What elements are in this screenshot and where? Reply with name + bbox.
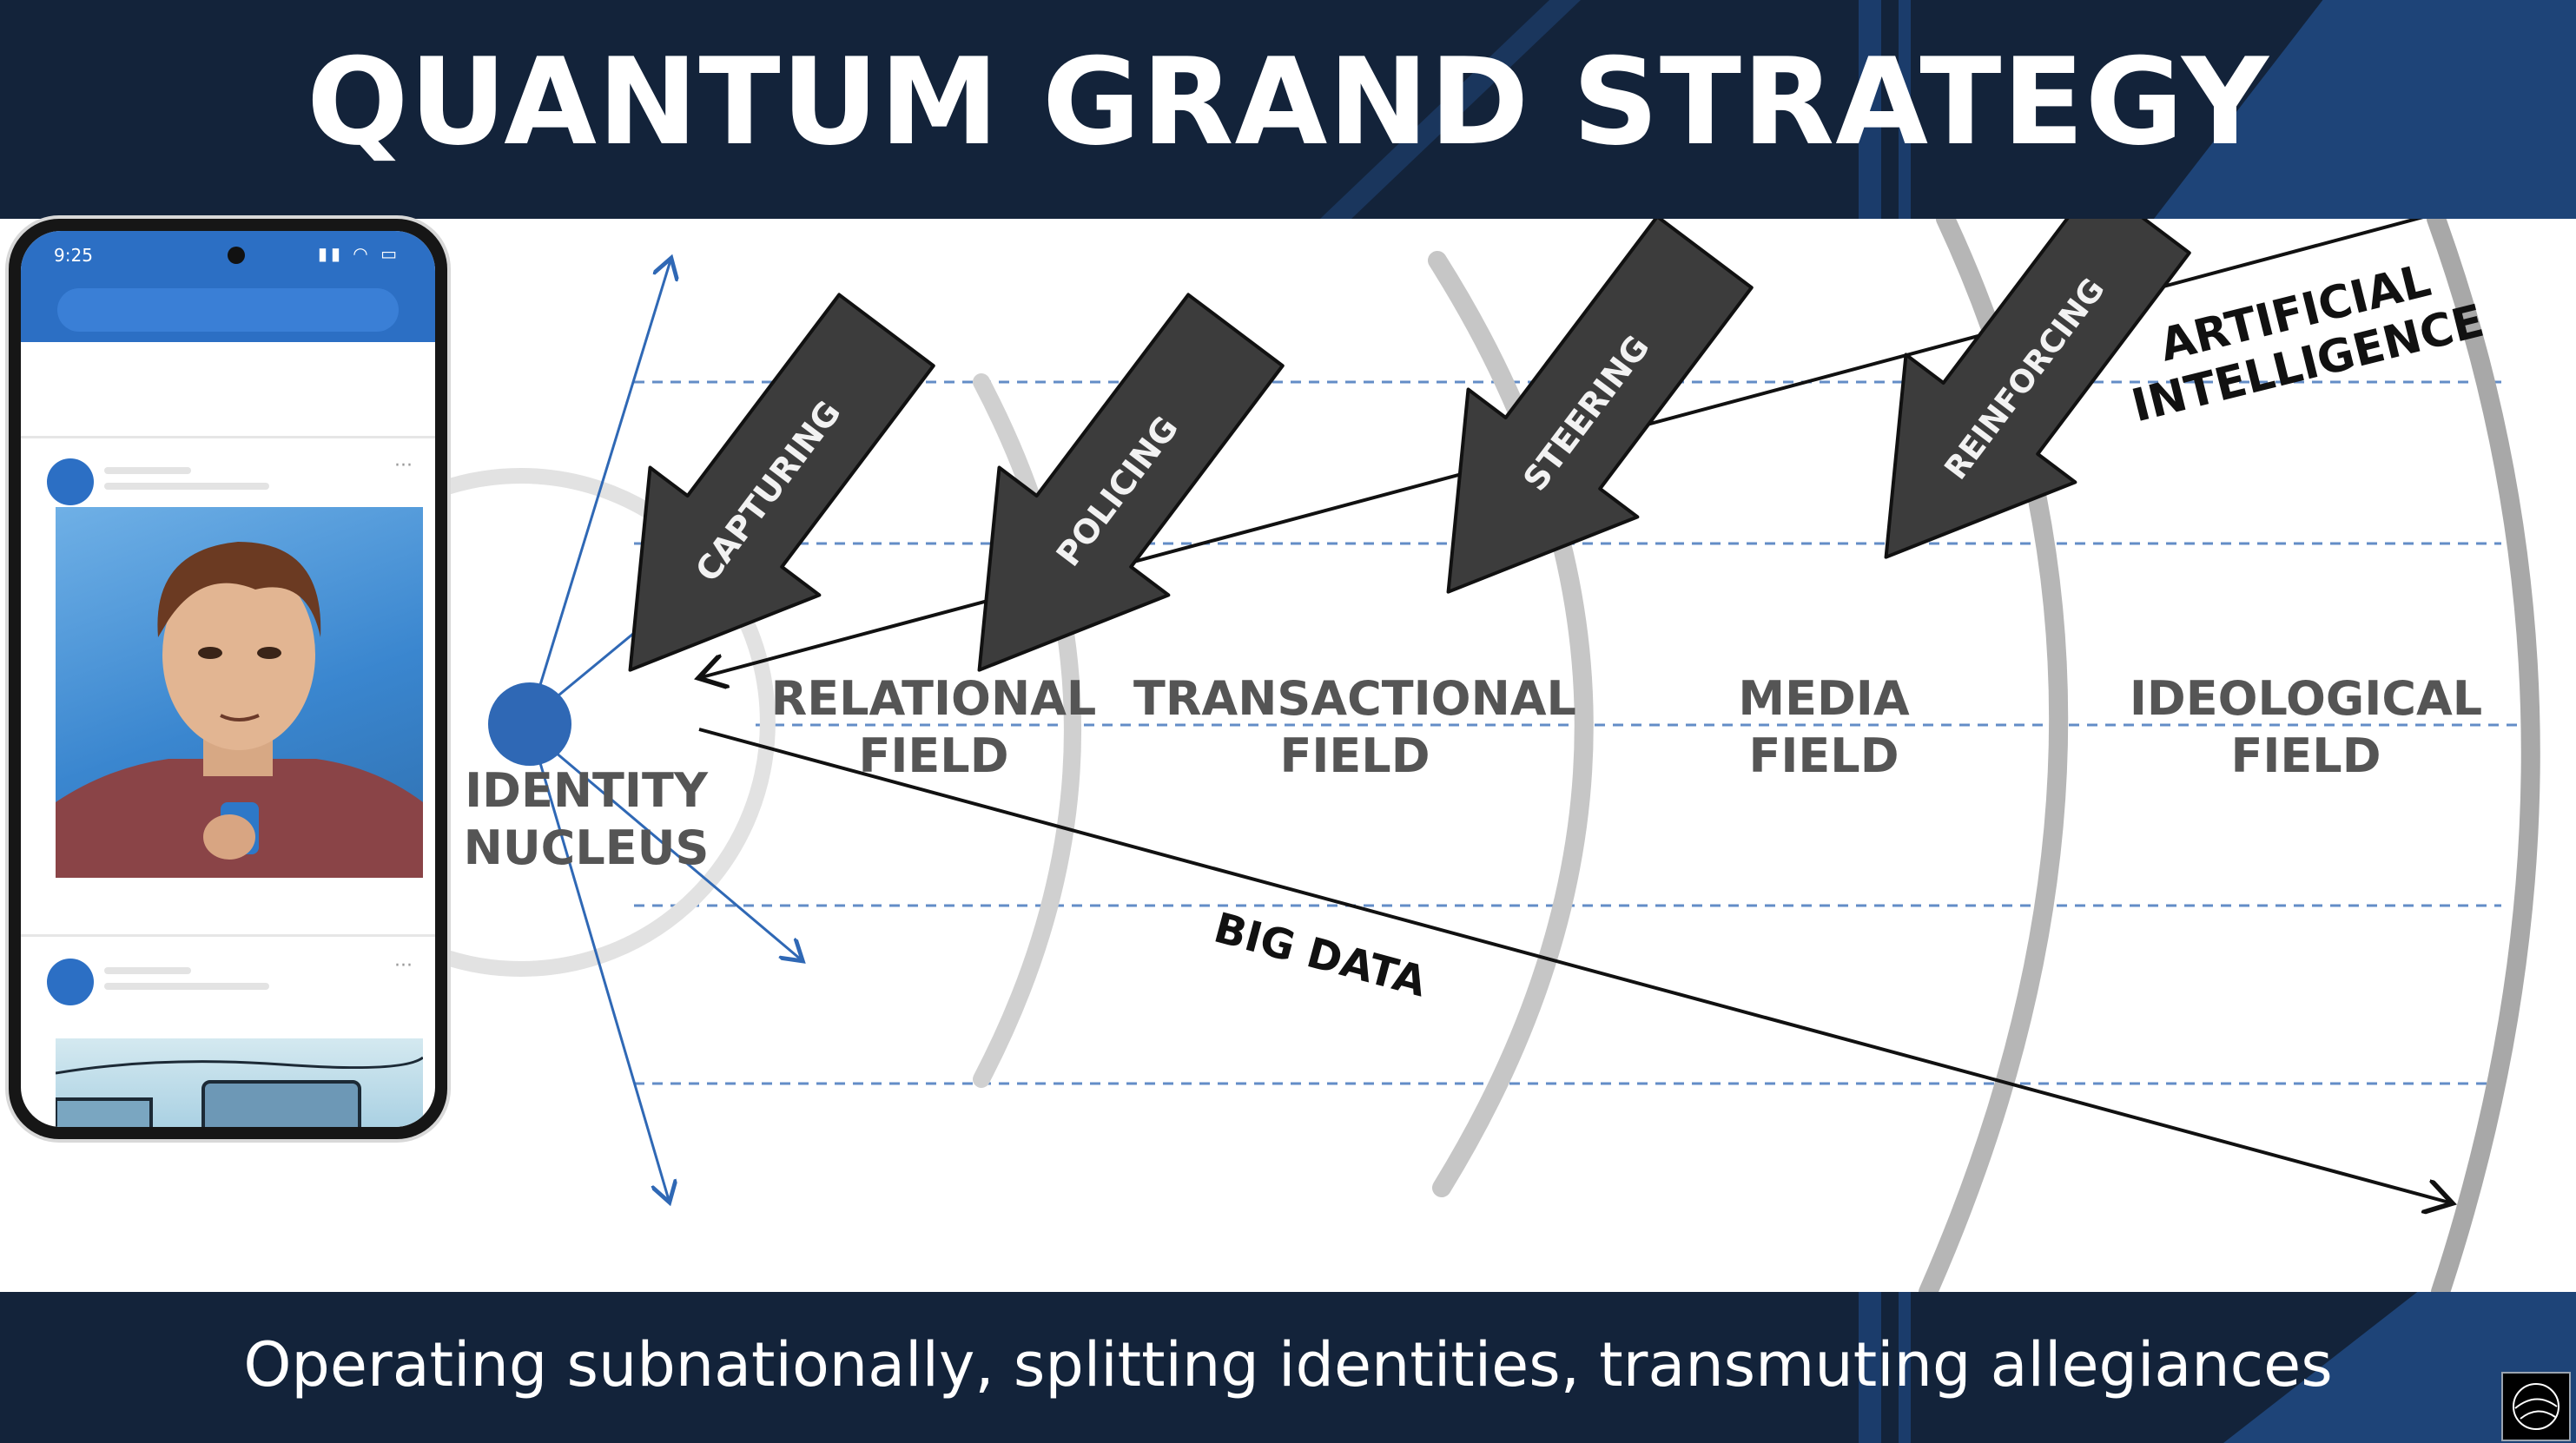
camera-icon xyxy=(228,247,245,264)
header-bar: QUANTUM GRAND STRATEGY xyxy=(0,0,2576,219)
portrait-illustration xyxy=(56,542,423,878)
post-meta-placeholder xyxy=(104,983,269,990)
post-avatar xyxy=(47,959,94,1005)
post-avatar xyxy=(47,458,94,505)
transactional-field-arc xyxy=(1428,251,1594,1197)
scene-illustration xyxy=(56,1056,423,1127)
transactional-field-label: TRANSACTIONAL FIELD xyxy=(1133,671,1576,783)
phone-status-time: 9:25 xyxy=(54,245,93,266)
footer-bar xyxy=(0,1292,2576,1443)
phone-screen: 9:25 ▮▮ ◠ ▭ ··· xyxy=(21,231,435,1127)
logo-icon xyxy=(2501,1372,2571,1441)
post-meta-placeholder xyxy=(104,483,269,490)
footer-stripe xyxy=(1859,1292,1881,1443)
big-data-arrow xyxy=(698,728,2449,1202)
footer-stripe xyxy=(1899,1292,1911,1443)
signal-wifi-battery-icon: ▮▮ ◠ ▭ xyxy=(317,243,400,264)
phone-mockup: 9:25 ▮▮ ◠ ▭ ··· xyxy=(9,219,447,1139)
more-options-icon: ··· xyxy=(394,955,413,977)
relational-field-label: RELATIONAL FIELD xyxy=(770,671,1097,783)
post-image-scene xyxy=(56,1038,423,1127)
divider xyxy=(21,934,435,937)
ideological-field-label: IDEOLOGICAL FIELD xyxy=(2129,671,2483,783)
slide-title: QUANTUM GRAND STRATEGY xyxy=(307,32,2269,172)
identity-nucleus-label: IDENTITY NUCLEUS xyxy=(463,763,710,875)
ideological-field-arc xyxy=(2427,219,2540,1292)
more-options-icon: ··· xyxy=(394,455,413,477)
post-image-portrait xyxy=(56,507,423,878)
post-author-placeholder xyxy=(104,967,191,974)
phone-status-bar: 9:25 ▮▮ ◠ ▭ xyxy=(21,231,435,342)
action-arrow-policing: POLICING xyxy=(977,293,1285,672)
relational-field-arc xyxy=(973,373,1081,1088)
ray-lower-right xyxy=(538,736,801,959)
ray-up xyxy=(528,260,670,720)
divider xyxy=(21,436,435,438)
identity-nucleus-dot xyxy=(488,682,571,766)
quantum-strategy-diagram: CAPTURING POLICING STEERING REINFORCING xyxy=(267,219,2540,1292)
slide-subtitle: Operating subnationally, splitting ident… xyxy=(243,1329,2333,1400)
post-author-placeholder xyxy=(104,467,191,474)
phone-search-bar xyxy=(57,288,399,332)
header-stripe xyxy=(1859,0,1881,219)
ray-down xyxy=(528,727,669,1200)
media-field-label: MEDIA FIELD xyxy=(1738,671,1910,783)
header-stripe xyxy=(1899,0,1911,219)
